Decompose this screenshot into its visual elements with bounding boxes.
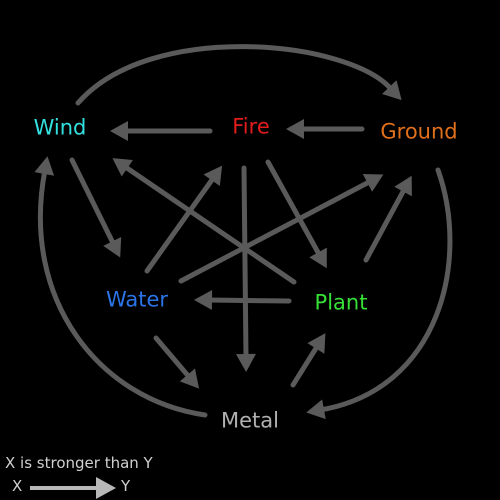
node-plant: Plant (314, 290, 368, 315)
edge-fire-wind (110, 121, 213, 141)
legend-arrow (30, 477, 116, 499)
edge-plant-wind (112, 158, 297, 285)
edge-metal-plant (290, 333, 326, 388)
edge-ground-metal (306, 167, 453, 420)
edge-water-ground (178, 174, 384, 284)
edge-ground-fire (286, 119, 365, 139)
edge-plant-ground (363, 175, 412, 263)
node-metal: Metal (221, 408, 279, 433)
edge-fire-metal (235, 165, 256, 372)
edge-wind-ground (75, 44, 402, 106)
edge-wind-water (69, 157, 122, 258)
node-fire: Fire (232, 114, 270, 139)
edge-metal-wind (34, 156, 208, 418)
node-ground: Ground (380, 119, 458, 144)
legend-caption: X is stronger than Y (5, 454, 153, 472)
node-water: Water (105, 287, 169, 312)
node-wind: Wind (33, 115, 87, 140)
legend-y-label: Y (121, 477, 131, 495)
edge-plant-water (194, 290, 292, 311)
edge-water-fire (144, 165, 223, 274)
legend-x-label: X (12, 477, 23, 495)
edge-fire-plant (265, 159, 327, 269)
edge-water-metal (153, 335, 200, 389)
